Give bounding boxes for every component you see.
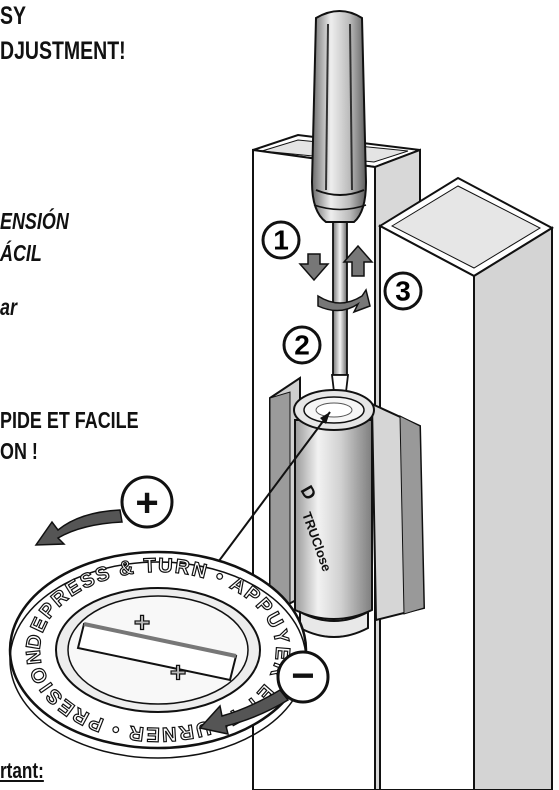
dial-plus-mark-2: + — [170, 657, 186, 688]
step-3-number: 3 — [395, 276, 411, 307]
hinge-leaf-left — [269, 376, 301, 616]
heading-es-line2: ÁCIL — [0, 240, 42, 266]
hinge-cylinder: D TRUClose — [293, 389, 375, 638]
curved-arrow-icon — [34, 509, 123, 546]
heading-es-line3: ar — [0, 294, 17, 320]
arrow-down-icon — [298, 253, 330, 282]
step-3-badge: 3 — [383, 271, 423, 311]
step-2-number: 2 — [294, 330, 310, 361]
minus-sign: − — [291, 654, 314, 698]
heading-fr-line2: ON ! — [0, 438, 38, 464]
heading-es-line1: ENSIÓN — [0, 208, 69, 234]
pointer-arrowhead — [320, 412, 330, 424]
heading-en-line1: SY — [0, 2, 27, 30]
plus-sign: + — [135, 481, 158, 525]
heading-en-line2: DJUSTMENT! — [0, 37, 126, 65]
rotate-arrow-icon — [317, 288, 371, 314]
plus-circle-icon: + — [120, 475, 174, 529]
screwdriver-icon — [310, 10, 368, 393]
heading-fr-line1: PIDE ET FACILE — [0, 407, 139, 433]
dial-plus-mark-1: + — [134, 607, 150, 638]
hinge-leaf-right — [370, 402, 426, 622]
arrow-up-icon — [342, 244, 374, 277]
curved-arrow-minus-icon — [198, 689, 290, 735]
step-2-badge: 2 — [282, 325, 322, 365]
front-post — [377, 176, 555, 790]
step-1-number: 1 — [273, 225, 289, 256]
minus-circle-icon: − — [276, 650, 330, 704]
footer-note: rtant: — [0, 758, 44, 783]
step-1-badge: 1 — [261, 220, 301, 260]
